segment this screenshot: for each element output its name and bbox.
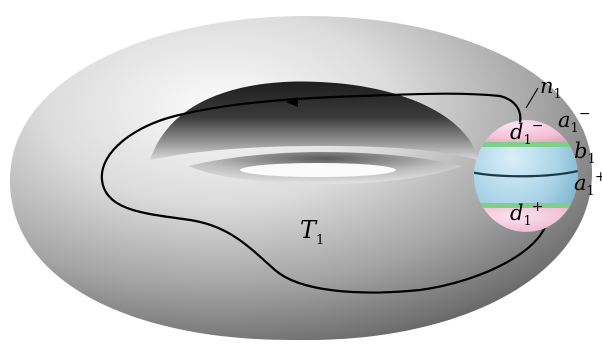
label-n1: n1 [540, 74, 562, 102]
torus-hole-light [240, 163, 396, 177]
band-bottom [470, 203, 582, 208]
label-a1-minus: a1− [558, 106, 591, 136]
label-b1: b1 [574, 139, 596, 167]
